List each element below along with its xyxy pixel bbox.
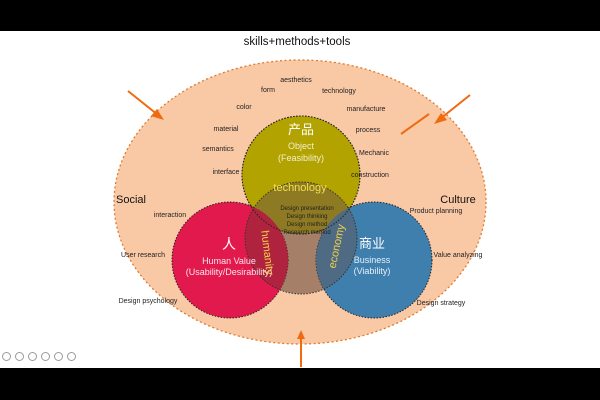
center-item: Research method: [283, 230, 330, 236]
business-en-label: Business: [354, 255, 391, 265]
term-material: material: [214, 126, 239, 133]
arrow-top-left-head: [151, 109, 164, 120]
humanity-overlap-label: humanity: [258, 230, 275, 276]
more-options-icon[interactable]: [67, 352, 76, 361]
term-interaction: interaction: [154, 212, 186, 219]
human-sub-label: (Usability/Desirability): [186, 267, 273, 277]
top-letterbox: [0, 0, 600, 31]
design-venn-diagram: skills+methods+tools: [113, 36, 487, 367]
term-user-research: User research: [121, 252, 165, 259]
term-design-strategy: Design strategy: [417, 300, 466, 307]
term-aesthetics: aesthetics: [280, 77, 312, 84]
slides-grid-icon[interactable]: [41, 352, 50, 361]
term-process: process: [356, 127, 381, 134]
center-circle-outline: [244, 181, 358, 295]
human-cn-label: 人: [222, 236, 236, 252]
center-item: Design thinking: [286, 214, 327, 220]
zoom-icon[interactable]: [54, 352, 63, 361]
arrow-top-right: [439, 94, 471, 120]
previous-slide-icon[interactable]: [2, 352, 11, 361]
next-slide-icon[interactable]: [15, 352, 24, 361]
object-center-overlap: [245, 182, 357, 234]
slide: skills+methods+tools: [0, 31, 600, 368]
slideshow-controls: [2, 352, 76, 361]
term-design-psychology: Design psychology: [119, 298, 178, 305]
culture-label: Culture: [440, 194, 475, 206]
term-form: form: [261, 87, 275, 94]
center-item: Design presentation: [280, 206, 333, 212]
arrow-bottom-head: [297, 330, 305, 339]
term-technology: technology: [322, 88, 356, 95]
object-sub-label: (Feasibility): [278, 153, 324, 163]
diagram-title: skills+methods+tools: [244, 36, 351, 48]
business-sub-label: (Viability): [354, 266, 391, 276]
bottom-letterbox: [0, 368, 600, 400]
object-en-label: Object: [288, 141, 315, 151]
technology-overlap-label: technology: [273, 182, 327, 194]
term-construction: construction: [351, 172, 389, 179]
social-label: Social: [116, 194, 146, 206]
term-value-analyzing: Value analyzing: [434, 252, 483, 259]
arrow-top-left: [127, 90, 159, 116]
arrows: [127, 90, 471, 367]
pen-icon[interactable]: [28, 352, 37, 361]
term-interface: interface: [213, 169, 240, 176]
business-cn-label: 商业: [359, 236, 385, 251]
term-mechanic: Mechanic: [359, 150, 389, 157]
term-color: color: [236, 104, 252, 111]
term-product-planning: Product planning: [410, 208, 463, 215]
center-item: Design method: [287, 222, 327, 228]
human-en-label: Human Value: [202, 256, 256, 266]
object-cn-label: 产品: [288, 122, 314, 137]
term-semantics: semantics: [202, 146, 234, 153]
arrow-top-right-head: [434, 113, 447, 124]
arrow-right-inner: [400, 113, 430, 135]
object-circle-outline: [241, 115, 361, 235]
term-manufacture: manufacture: [347, 106, 386, 113]
